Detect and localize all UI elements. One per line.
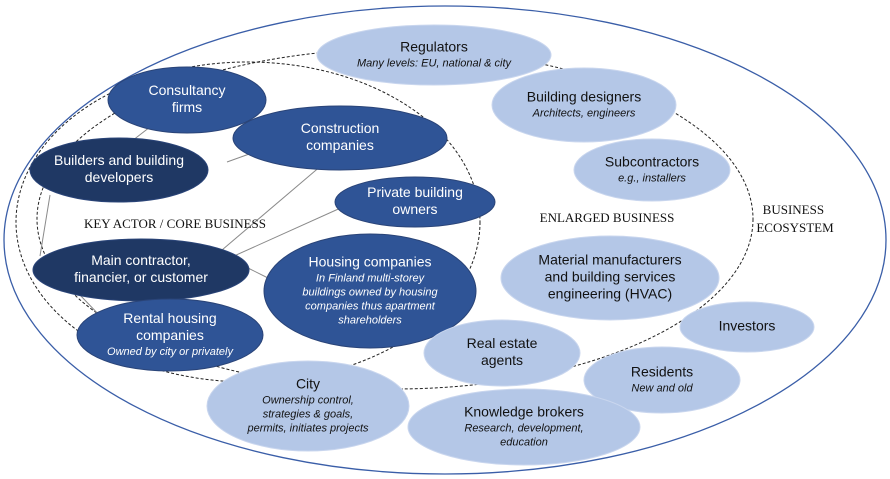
- node-shape: [206, 360, 410, 452]
- node-title: Housing companies: [309, 254, 432, 270]
- node-title: Construction: [301, 120, 380, 136]
- connector-builders-main: [39, 194, 51, 257]
- node-shape: [263, 233, 477, 349]
- node-title: Private building: [367, 184, 463, 200]
- node-housing: Housing companies In Finland multi-storey…: [263, 233, 477, 349]
- node-title: Main contractor,: [91, 252, 191, 268]
- node-title: and building services: [545, 269, 676, 285]
- business-ecosystem-boundary: [3, 5, 887, 475]
- core-business-label: KEY ACTOR / CORE BUSINESS: [84, 216, 266, 231]
- node-title: Regulators: [400, 39, 468, 55]
- node-shape: [232, 105, 448, 171]
- node-shape: [107, 66, 267, 134]
- node-title: engineering (HVAC): [548, 286, 672, 302]
- node-shape: [583, 346, 741, 414]
- node-title: City: [296, 376, 320, 392]
- node-shape: [334, 176, 496, 228]
- node-shape: [407, 388, 641, 466]
- node-subtitle: Ownership control,: [262, 395, 354, 407]
- node-shape: [573, 138, 731, 202]
- node-title: Residents: [631, 364, 693, 380]
- node-title: financier, or customer: [74, 269, 208, 285]
- node-subtitle: shareholders: [338, 315, 402, 327]
- node-title: Investors: [719, 318, 776, 334]
- node-title: companies: [306, 137, 374, 153]
- node-investors: Investors: [679, 301, 815, 353]
- node-title: developers: [85, 169, 154, 185]
- node-subtitle: companies thus apartment: [305, 301, 436, 313]
- node-title: Building designers: [527, 89, 641, 105]
- node-shape: [316, 24, 552, 86]
- node-title: agents: [481, 352, 523, 368]
- node-shape: [491, 67, 677, 143]
- node-shape: [76, 298, 264, 372]
- node-subtitle: Owned by city or privately: [107, 346, 234, 358]
- enlarged-business-label: ENLARGED BUSINESS: [540, 210, 675, 225]
- node-subtitle: e.g., installers: [618, 173, 686, 185]
- node-title: Consultancy: [148, 82, 225, 98]
- connector-main-construction: [221, 164, 323, 251]
- node-subtitle: In Finland multi-storey: [316, 273, 426, 285]
- node-title: companies: [136, 327, 204, 343]
- connector-main-private: [233, 205, 346, 257]
- business-ecosystem-label: BUSINESS ECOSYSTEM: [756, 202, 834, 235]
- node-subtitle: Research, development,: [464, 423, 583, 435]
- node-subtitle: education: [500, 437, 548, 449]
- node-subtitle: New and old: [631, 383, 693, 395]
- node-subtitle: buildings owned by housing: [302, 287, 438, 299]
- node-title: Knowledge brokers: [464, 404, 584, 420]
- node-shape: [679, 301, 815, 353]
- node-shape: [500, 235, 720, 321]
- node-title: Material manufacturers: [538, 252, 681, 268]
- connector-main-housing: [247, 267, 269, 279]
- node-title: Builders and building: [54, 152, 184, 168]
- node-title: owners: [392, 201, 437, 217]
- node-title: Subcontractors: [605, 154, 699, 170]
- node-title: Real estate: [467, 335, 538, 351]
- node-subcontractors: Subcontractors e.g., installers: [573, 138, 731, 202]
- node-title: firms: [172, 99, 202, 115]
- node-shape: [29, 137, 209, 203]
- node-subtitle: strategies & goals,: [263, 409, 354, 421]
- node-main-contractor: Main contractor,financier, or customer: [32, 238, 250, 302]
- node-subtitle: Architects, engineers: [532, 108, 636, 120]
- node-shape: [423, 319, 581, 387]
- node-title: Rental housing: [123, 310, 216, 326]
- node-subtitle: Many levels: EU, national & city: [357, 58, 513, 70]
- node-subtitle: permits, initiates projects: [246, 423, 369, 435]
